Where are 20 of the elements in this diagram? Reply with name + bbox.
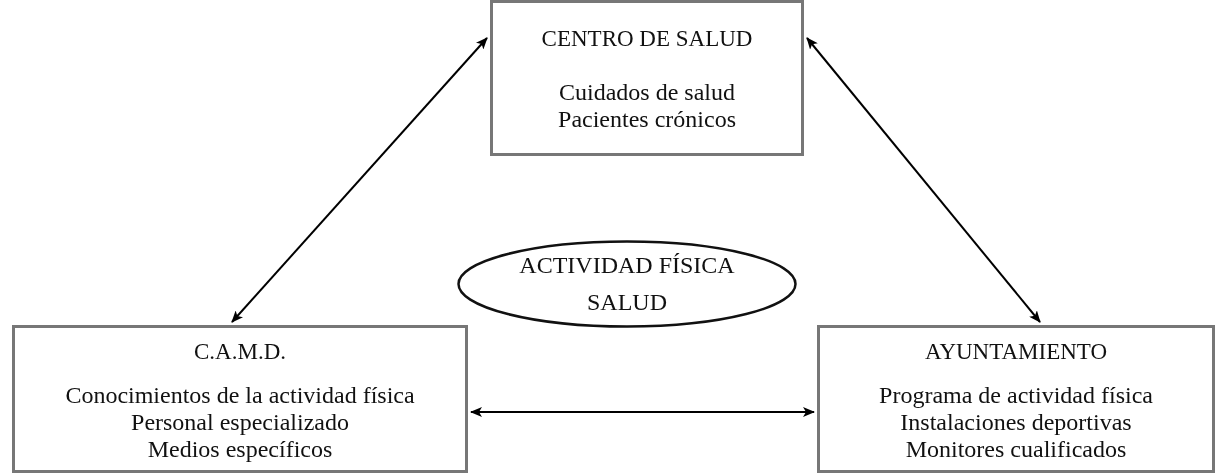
node-text: ACTIVIDAD FÍSICA [519, 252, 735, 279]
node-heading: CENTRO DE SALUD [541, 25, 753, 53]
node-text: Monitores cualificados [905, 436, 1127, 463]
text-box [817, 325, 1215, 473]
double-arrow [231, 37, 488, 323]
node-text: Conocimientos de la actividad física [65, 382, 415, 409]
text-box [12, 325, 468, 473]
node-text: Instalaciones deportivas [900, 409, 1132, 436]
node-text: Cuidados de salud [559, 79, 735, 106]
node-text: Programa de actividad física [879, 382, 1153, 409]
node-text: SALUD [587, 289, 667, 316]
node-heading: AYUNTAMIENTO [924, 338, 1108, 366]
ellipse-node [457, 240, 797, 328]
node-text: Medios específicos [147, 436, 333, 463]
node-text: Pacientes crónicos [558, 106, 736, 133]
double-arrow [470, 407, 815, 417]
node-heading: C.A.M.D. [194, 338, 286, 366]
node-text: Personal especializado [131, 409, 349, 436]
text-box [490, 0, 804, 156]
double-arrow [806, 37, 1041, 323]
